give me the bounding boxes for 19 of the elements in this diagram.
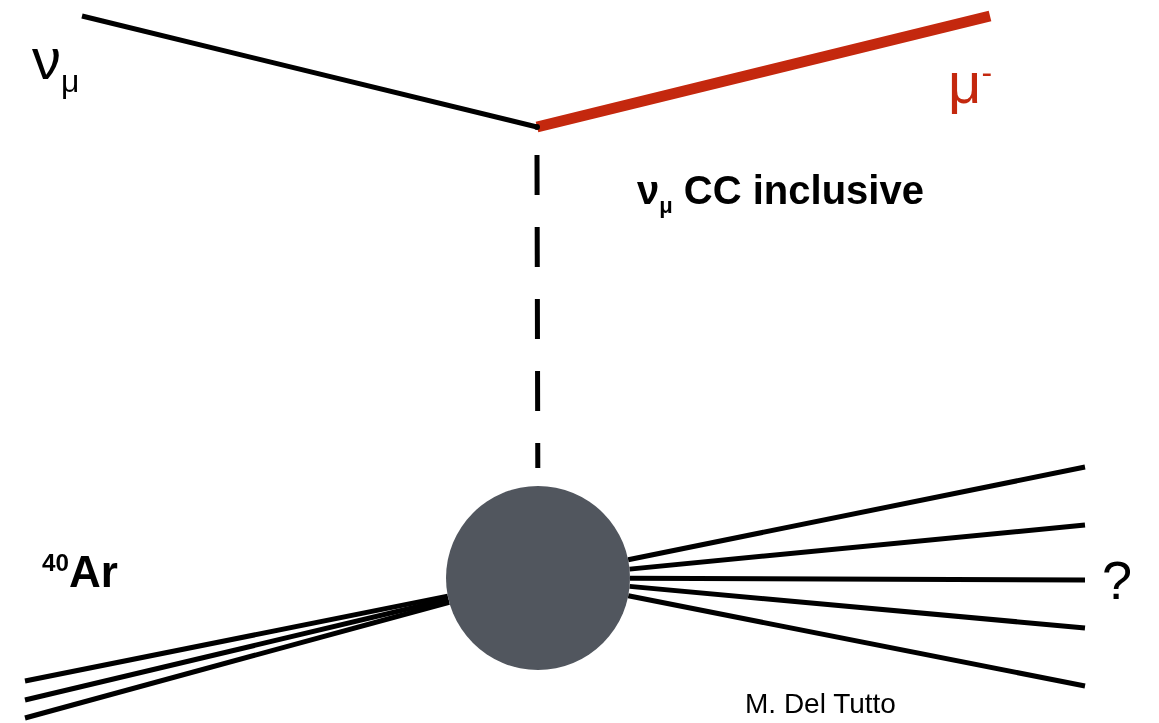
particle-line xyxy=(81,13,538,130)
particle-label: ν$_{μ}$ xyxy=(32,30,80,98)
nucleus-circle xyxy=(446,486,630,670)
particle-line xyxy=(535,10,992,133)
particle-line xyxy=(629,522,1086,572)
particle-line xyxy=(24,593,449,684)
dashed-line xyxy=(534,155,541,468)
particle-line xyxy=(24,596,450,703)
process-label: ν$_{μ}$ CC inclusive xyxy=(637,170,924,217)
particle-line xyxy=(627,593,1086,689)
particle-line xyxy=(24,599,450,721)
particle-line xyxy=(630,575,1085,583)
particle-label: μ$^{-}$ xyxy=(948,54,993,112)
particle-line xyxy=(629,583,1086,631)
nucleus-label: $^{40}$Ar xyxy=(42,550,118,594)
vertex-point xyxy=(534,124,540,130)
particle-line xyxy=(627,464,1086,563)
unknown-final-state-label: ? xyxy=(1102,553,1133,607)
author-credit: M. Del Tutto xyxy=(745,690,896,718)
